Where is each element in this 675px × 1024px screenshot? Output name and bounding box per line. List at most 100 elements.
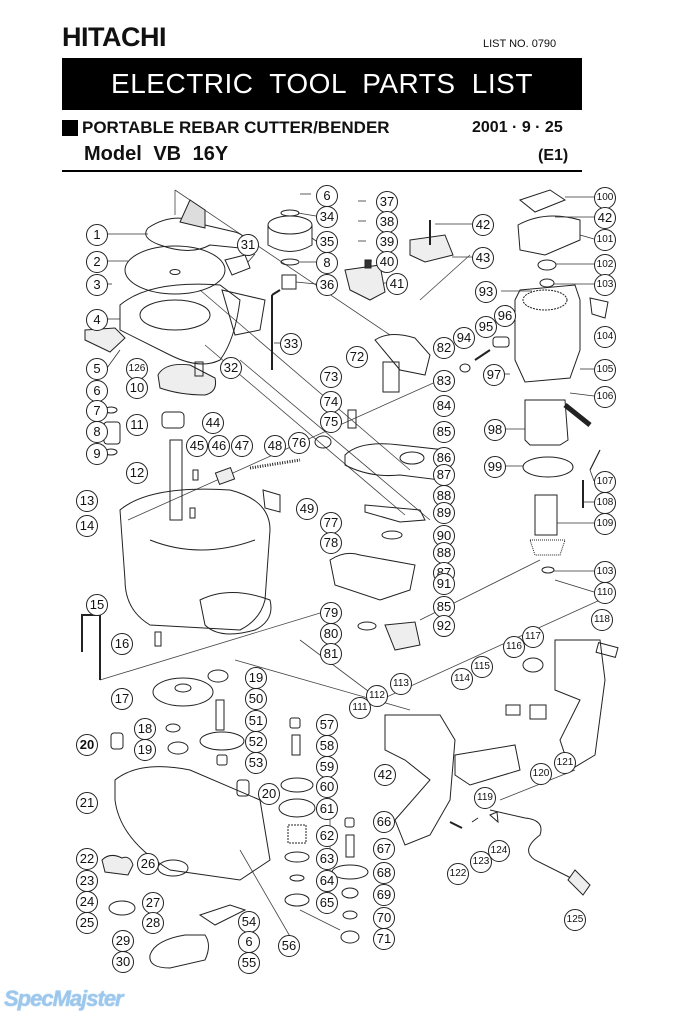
- callout-part-10[interactable]: 10: [126, 377, 148, 399]
- callout-part-53[interactable]: 53: [245, 752, 267, 774]
- callout-part-64[interactable]: 64: [316, 870, 338, 892]
- callout-part-25[interactable]: 25: [76, 912, 98, 934]
- callout-part-106[interactable]: 106: [594, 386, 616, 408]
- callout-part-78[interactable]: 78: [320, 532, 342, 554]
- callout-part-75[interactable]: 75: [320, 411, 342, 433]
- callout-part-85[interactable]: 85: [433, 421, 455, 443]
- callout-part-2[interactable]: 2: [86, 251, 108, 273]
- callout-part-50[interactable]: 50: [245, 688, 267, 710]
- callout-part-100[interactable]: 100: [594, 187, 616, 209]
- callout-part-98[interactable]: 98: [484, 419, 506, 441]
- callout-part-37[interactable]: 37: [376, 191, 398, 213]
- callout-part-6b[interactable]: 6: [316, 185, 338, 207]
- callout-part-20[interactable]: 20: [76, 734, 98, 756]
- callout-part-92[interactable]: 92: [433, 615, 455, 637]
- callout-part-69[interactable]: 69: [373, 884, 395, 906]
- callout-part-19b[interactable]: 19: [134, 739, 156, 761]
- callout-part-20b[interactable]: 20: [258, 783, 280, 805]
- callout-part-32[interactable]: 32: [220, 357, 242, 379]
- callout-part-17[interactable]: 17: [111, 688, 133, 710]
- callout-part-99[interactable]: 99: [484, 456, 506, 478]
- callout-part-8b[interactable]: 8: [316, 252, 338, 274]
- callout-part-87[interactable]: 87: [433, 464, 455, 486]
- callout-part-24[interactable]: 24: [76, 891, 98, 913]
- callout-part-107[interactable]: 107: [594, 471, 616, 493]
- callout-part-121[interactable]: 121: [554, 752, 576, 774]
- callout-part-54[interactable]: 54: [238, 911, 260, 933]
- callout-part-16[interactable]: 16: [111, 633, 133, 655]
- callout-part-3[interactable]: 3: [86, 274, 108, 296]
- callout-part-35[interactable]: 35: [316, 231, 338, 253]
- callout-part-111[interactable]: 111: [349, 697, 371, 719]
- callout-part-45[interactable]: 45: [186, 435, 208, 457]
- callout-part-6[interactable]: 6: [86, 380, 108, 402]
- callout-part-110[interactable]: 110: [594, 582, 616, 604]
- callout-part-104[interactable]: 104: [594, 326, 616, 348]
- callout-part-122[interactable]: 122: [447, 863, 469, 885]
- callout-part-108[interactable]: 108: [594, 492, 616, 514]
- callout-part-74[interactable]: 74: [320, 391, 342, 413]
- callout-part-120[interactable]: 120: [530, 763, 552, 785]
- callout-part-103b[interactable]: 103: [594, 561, 616, 583]
- callout-part-22[interactable]: 22: [76, 848, 98, 870]
- callout-part-13[interactable]: 13: [76, 490, 98, 512]
- callout-part-71[interactable]: 71: [373, 928, 395, 950]
- callout-part-9[interactable]: 9: [86, 443, 108, 465]
- callout-part-72[interactable]: 72: [346, 346, 368, 368]
- callout-part-21[interactable]: 21: [76, 792, 98, 814]
- callout-part-91[interactable]: 91: [433, 573, 455, 595]
- callout-part-46[interactable]: 46: [208, 435, 230, 457]
- callout-part-94[interactable]: 94: [453, 327, 475, 349]
- callout-part-43[interactable]: 43: [472, 247, 494, 269]
- callout-part-12[interactable]: 12: [126, 462, 148, 484]
- callout-part-44[interactable]: 44: [202, 412, 224, 434]
- callout-part-113[interactable]: 113: [390, 673, 412, 695]
- callout-part-82[interactable]: 82: [433, 337, 455, 359]
- callout-part-41[interactable]: 41: [386, 273, 408, 295]
- callout-part-47[interactable]: 47: [231, 435, 253, 457]
- callout-part-31[interactable]: 31: [237, 234, 259, 256]
- callout-part-63[interactable]: 63: [316, 848, 338, 870]
- callout-part-123[interactable]: 123: [470, 851, 492, 873]
- callout-part-84[interactable]: 84: [433, 395, 455, 417]
- callout-part-102[interactable]: 102: [594, 254, 616, 276]
- callout-part-15[interactable]: 15: [86, 594, 108, 616]
- callout-part-42c[interactable]: 42: [374, 764, 396, 786]
- callout-part-117[interactable]: 117: [522, 626, 544, 648]
- callout-part-103[interactable]: 103: [594, 274, 616, 296]
- callout-part-76[interactable]: 76: [288, 432, 310, 454]
- callout-part-65[interactable]: 65: [316, 892, 338, 914]
- callout-part-36[interactable]: 36: [316, 274, 338, 296]
- callout-part-27[interactable]: 27: [142, 892, 164, 914]
- callout-part-97[interactable]: 97: [483, 364, 505, 386]
- callout-part-119[interactable]: 119: [474, 787, 496, 809]
- callout-part-19[interactable]: 19: [245, 667, 267, 689]
- callout-part-81[interactable]: 81: [320, 643, 342, 665]
- callout-part-125[interactable]: 125: [564, 909, 586, 931]
- callout-part-49[interactable]: 49: [296, 498, 318, 520]
- callout-part-23[interactable]: 23: [76, 870, 98, 892]
- callout-part-57[interactable]: 57: [316, 714, 338, 736]
- callout-part-6c[interactable]: 6: [238, 931, 260, 953]
- callout-part-96[interactable]: 96: [494, 305, 516, 327]
- callout-part-66[interactable]: 66: [373, 811, 395, 833]
- callout-part-86[interactable]: 86: [433, 447, 455, 469]
- callout-part-26[interactable]: 26: [137, 853, 159, 875]
- callout-part-80[interactable]: 80: [320, 623, 342, 645]
- callout-part-34[interactable]: 34: [316, 206, 338, 228]
- callout-part-33[interactable]: 33: [280, 333, 302, 355]
- callout-part-8[interactable]: 8: [86, 421, 108, 443]
- callout-part-73[interactable]: 73: [320, 366, 342, 388]
- callout-part-38[interactable]: 38: [376, 211, 398, 233]
- callout-part-48[interactable]: 48: [264, 435, 286, 457]
- callout-part-58[interactable]: 58: [316, 735, 338, 757]
- callout-part-28[interactable]: 28: [142, 912, 164, 934]
- callout-part-116[interactable]: 116: [503, 636, 525, 658]
- callout-part-59[interactable]: 59: [316, 756, 338, 778]
- callout-part-55[interactable]: 55: [238, 952, 260, 974]
- callout-part-105[interactable]: 105: [594, 359, 616, 381]
- callout-part-93[interactable]: 93: [475, 281, 497, 303]
- callout-part-60[interactable]: 60: [316, 776, 338, 798]
- callout-part-112[interactable]: 112: [366, 685, 388, 707]
- callout-part-68[interactable]: 68: [373, 862, 395, 884]
